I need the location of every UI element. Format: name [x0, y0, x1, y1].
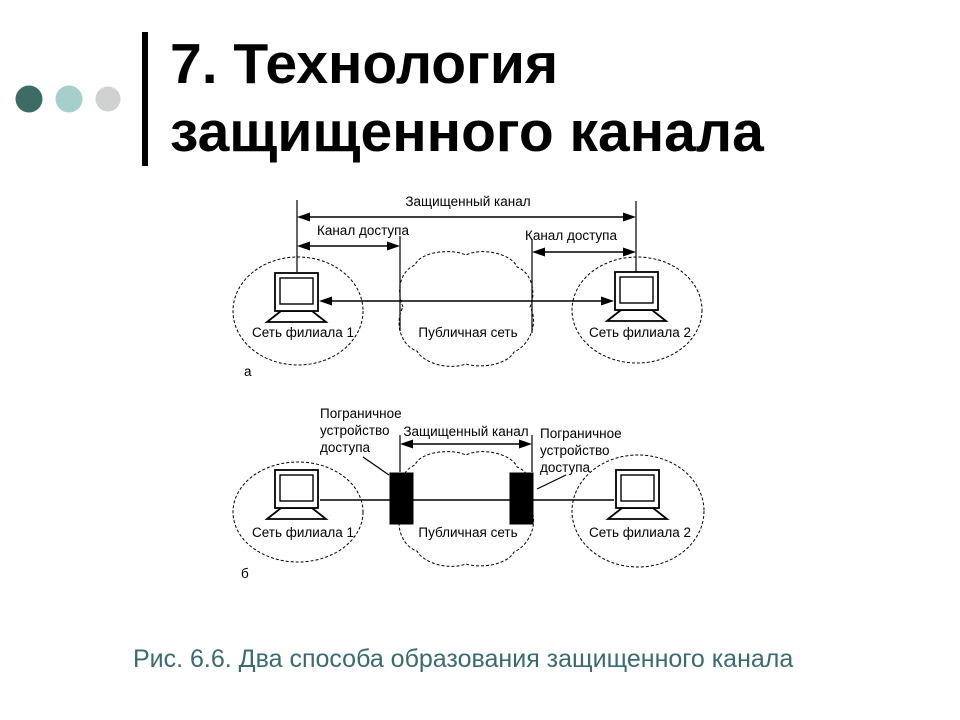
branch2-network-label-b: Сеть филиала 2: [589, 525, 691, 540]
slide-title-line-2: защищенного канала: [170, 100, 764, 164]
border-device-left-label: Пограничное устройство доступа: [320, 406, 402, 455]
computer-icon-branch2-b: [605, 469, 670, 520]
decor-dots: [15, 85, 121, 113]
svg-text:Пограничное: Пограничное: [320, 406, 402, 421]
border-device-right-label: Пограничное устройство доступа: [540, 426, 622, 475]
secure-channel-label-b: Защищенный канал: [403, 424, 528, 439]
svg-text:Пограничное: Пограничное: [540, 426, 622, 441]
diagram-variant-a: Защищенный канал Канал доступа Канал дос…: [232, 194, 703, 379]
branch1-network-label-a: Сеть филиала 1: [252, 325, 354, 340]
callout-line-right: [536, 474, 567, 490]
svg-text:доступа: доступа: [320, 440, 371, 455]
decor-dot-1: [15, 85, 43, 113]
branch1-network-label-b: Сеть филиала 1: [252, 525, 354, 540]
secure-channel-arrow-a: [297, 212, 636, 222]
end-to-end-link-arrow-a: [319, 296, 614, 306]
measure-guides-a: [296, 200, 637, 333]
svg-text:устройство: устройство: [540, 443, 610, 458]
figure-caption: Рис. 6.6. Два способа образования защище…: [133, 645, 794, 673]
public-network-cloud-a: [398, 251, 535, 367]
decor-dot-2: [55, 85, 83, 113]
public-network-label-b: Публичная сеть: [418, 525, 517, 540]
public-network-label-a: Публичная сеть: [418, 325, 517, 340]
border-access-device-right: [509, 472, 534, 525]
callout-line-left: [362, 456, 390, 476]
access-channel-arrow-left-a: [297, 241, 400, 251]
svg-text:устройство: устройство: [320, 423, 390, 438]
computer-icon-branch1-b: [264, 469, 329, 520]
access-channel-left-label-a: Канал доступа: [317, 223, 409, 238]
border-access-device-left: [389, 472, 414, 525]
secure-channel-label-a: Защищенный канал: [405, 194, 530, 209]
access-channel-right-label-a: Канал доступа: [525, 228, 617, 243]
diagram-variant-b: Пограничное устройство доступа Пограничн…: [232, 406, 705, 581]
decor-dot-3: [95, 86, 121, 112]
title-accent-bar: [142, 32, 148, 166]
variant-a-marker: а: [244, 364, 252, 379]
computer-icon-branch1-a: [264, 272, 329, 323]
computer-icon-branch2-a: [604, 271, 669, 322]
access-channel-arrow-right-a: [532, 247, 636, 257]
measure-guides-b: [399, 435, 533, 472]
slide-title: 7. Технология защищенного канала: [170, 30, 764, 166]
svg-text:доступа: доступа: [540, 460, 591, 475]
variant-b-marker: б: [241, 566, 249, 581]
branch2-network-label-a: Сеть филиала 2: [589, 325, 691, 340]
slide-title-line-1: 7. Технология: [170, 32, 559, 96]
secure-channel-arrow-b: [400, 439, 532, 449]
